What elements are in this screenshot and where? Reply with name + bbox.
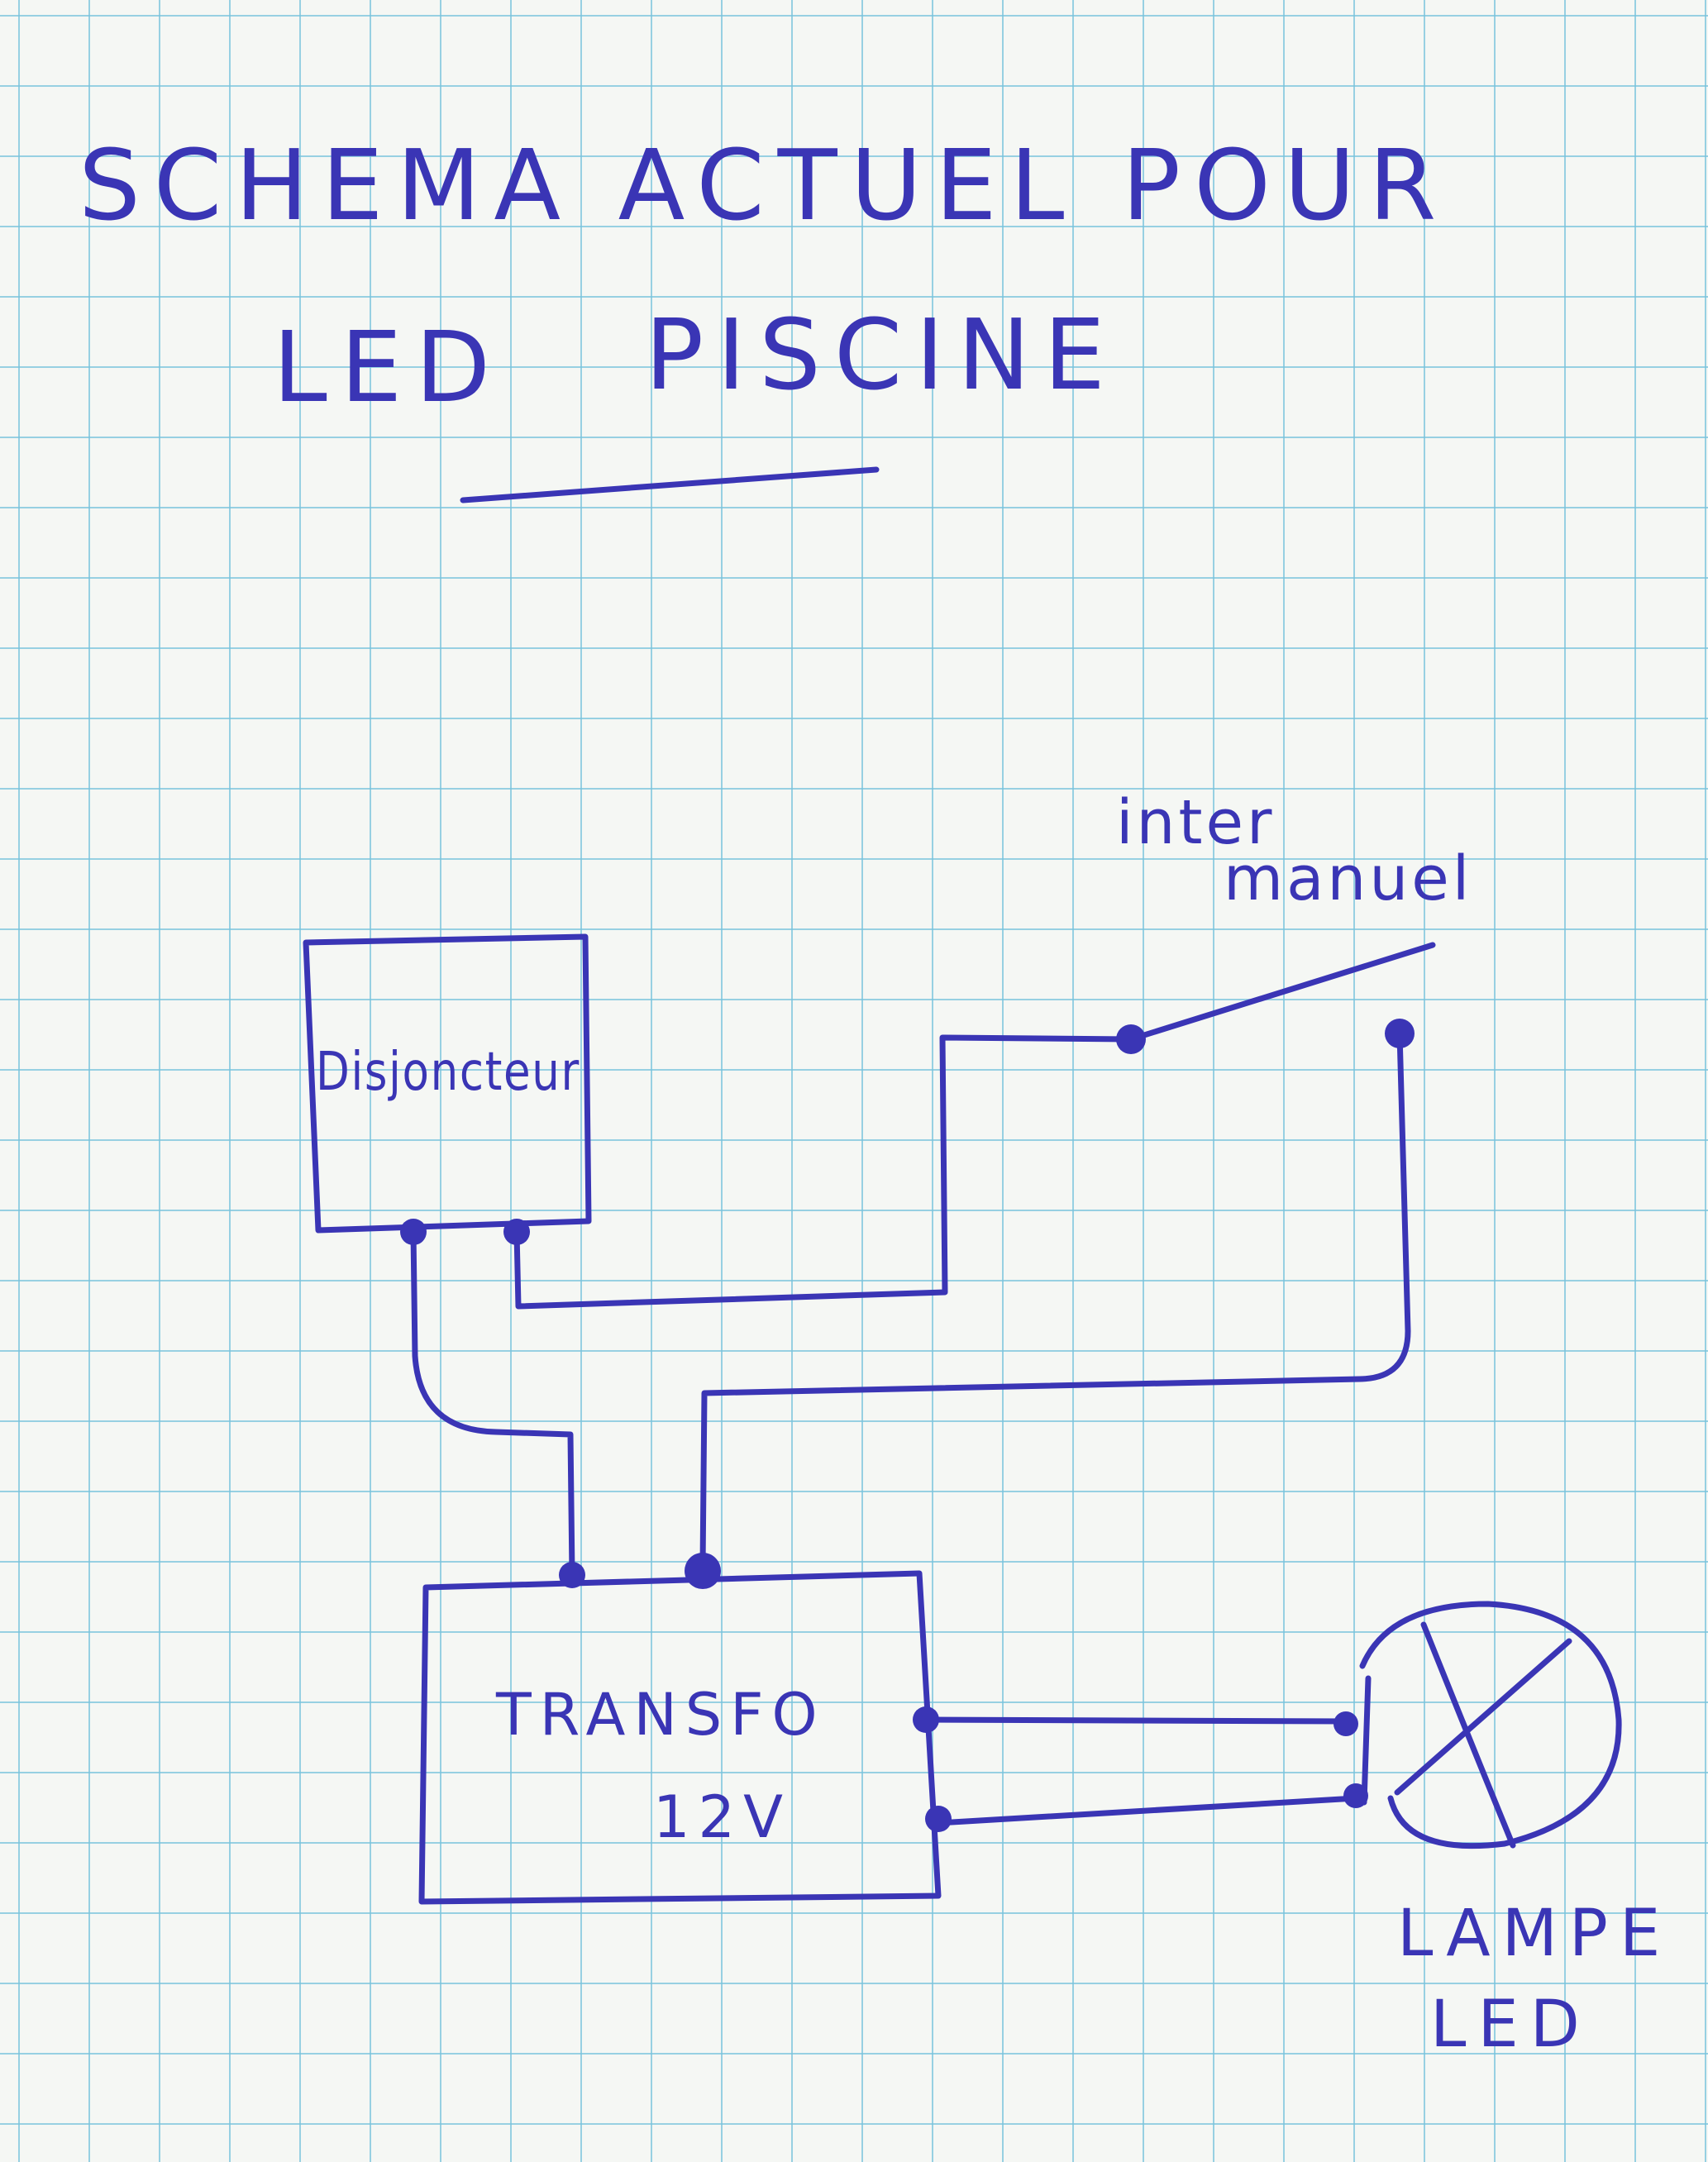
breaker-terminal-1 bbox=[400, 1219, 427, 1245]
lamp-label-1: LAMPE bbox=[1397, 1897, 1672, 1971]
breaker-label: Disjoncteur bbox=[316, 1042, 580, 1103]
lamp-terminal-2 bbox=[1343, 1783, 1368, 1808]
wire-breaker-to-switch bbox=[513, 1034, 1134, 1310]
switch-terminal-1 bbox=[1116, 1024, 1146, 1054]
transformer-terminal-1 bbox=[559, 1562, 585, 1588]
wire-transformer-to-lamp-1 bbox=[923, 1716, 1351, 1725]
breaker-terminal-2 bbox=[503, 1219, 530, 1245]
switch-label-2: manuel bbox=[1224, 843, 1472, 914]
lamp-cross-2 bbox=[1420, 1621, 1516, 1849]
transformer-terminal-2 bbox=[685, 1553, 721, 1589]
title-line-1: SCHEMA ACTUEL POUR bbox=[79, 128, 1449, 242]
breaker-box bbox=[303, 933, 592, 1234]
transformer-label-1: TRANSFO bbox=[495, 1681, 826, 1749]
wire-switch-to-transformer bbox=[699, 1030, 1411, 1570]
title-piscine: PISCINE bbox=[645, 298, 1119, 412]
transformer-output-2 bbox=[925, 1806, 952, 1832]
wire-transformer-to-lamp-2 bbox=[935, 1795, 1359, 1826]
lamp-cross-1 bbox=[1394, 1638, 1572, 1796]
wire-breaker-to-transformer bbox=[410, 1229, 575, 1578]
lamp-label-2: LED bbox=[1430, 1988, 1591, 2062]
transformer-output-1 bbox=[913, 1706, 939, 1733]
switch-label-1: inter bbox=[1116, 787, 1275, 858]
lamp-left-edge bbox=[1361, 1675, 1372, 1806]
switch-lever bbox=[1128, 942, 1436, 1043]
transformer-label-2: 12V bbox=[653, 1783, 791, 1851]
title-underline bbox=[460, 466, 880, 504]
lamp-terminal-1 bbox=[1333, 1711, 1358, 1736]
switch-terminal-2 bbox=[1385, 1019, 1415, 1048]
title-led: LED bbox=[273, 310, 503, 424]
transformer-box bbox=[418, 1570, 942, 1905]
lamp-circle bbox=[1359, 1601, 1622, 1849]
